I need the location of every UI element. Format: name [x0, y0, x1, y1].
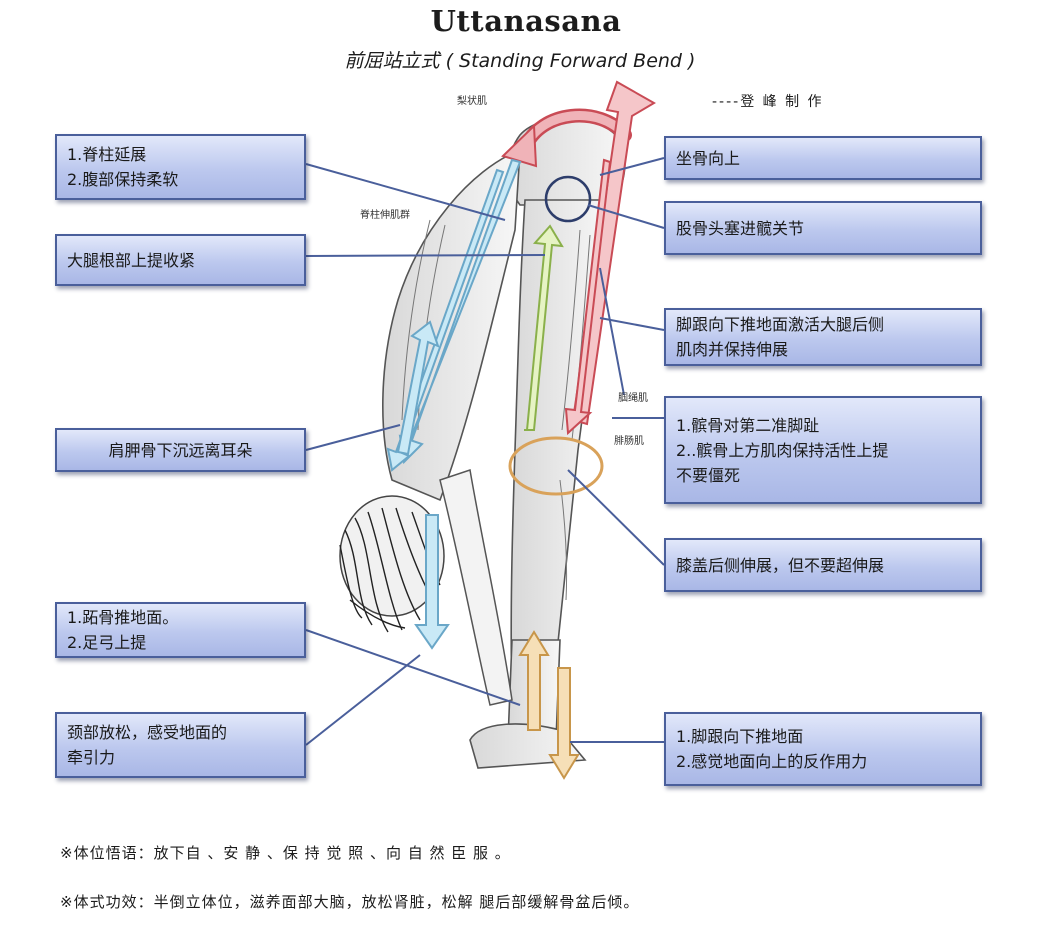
callout-shoulder-blades-line-1: 肩胛骨下沉远离耳朵: [108, 440, 253, 460]
callout-metatarsal-line-1: 1.跖骨推地面。: [67, 608, 179, 627]
callout-sit-bones: 坐骨向上: [664, 136, 982, 180]
callout-kneecap-line-2: 2..髌骨上方肌肉保持活性上提: [676, 440, 889, 460]
callout-shoulder-blades: 肩胛骨下沉远离耳朵: [55, 428, 306, 472]
callout-thigh-root: 大腿根部上提收紧: [55, 234, 306, 286]
femur-head-marker: [544, 175, 592, 223]
arms: [439, 469, 513, 706]
callout-spine-line-2: 2.腹部保持柔软: [67, 170, 179, 189]
muscle-label-gastrocnemius: 腓肠肌: [614, 436, 644, 447]
callout-femur-head: 股骨头塞进髋关节: [664, 201, 982, 255]
callout-neck-line-1: 颈部放松，感受地面的: [67, 723, 228, 742]
callout-neck-line-2: 牵引力: [67, 748, 116, 767]
callout-knee-back: 膝盖后侧伸展，但不要超伸展: [664, 538, 982, 592]
spine-arrows: [386, 158, 522, 472]
hamstring-arrow: [571, 80, 656, 426]
muscle-label-erector-spinae: 脊柱伸肌群: [360, 210, 410, 221]
head-hair: [339, 495, 445, 633]
callout-spine: 1.脊柱延展 2.腹部保持柔软: [55, 134, 306, 200]
credit-text: ----登 峰 制 作: [712, 94, 824, 110]
page-subtitle: 前屈站立式 ( Standing Forward Bend ): [344, 50, 696, 72]
shin-arrows: [518, 630, 580, 780]
muscle-label-hamstrings: 腘绳肌: [618, 393, 648, 404]
footer-insight: ※体位悟语：放下自 、安 静 、保 持 觉 照 、向 自 然 臣 服 。: [60, 844, 511, 862]
callout-heels-hamstrings: 脚跟向下推地面激活大腿后侧 肌肉并保持伸展: [664, 308, 982, 366]
footer-benefits: ※体式功效：半倒立体位，滋养面部大脑，放松肾脏，松解 腿后部缓解骨盆后倾。: [60, 893, 640, 911]
callout-femur-head-line-1: 股骨头塞进髋关节: [676, 218, 805, 238]
callout-neck: 颈部放松，感受地面的 牵引力: [55, 712, 306, 778]
callout-kneecap: 1.髌骨对第二准脚趾 2..髌骨上方肌肉保持活性上提 不要僵死: [664, 396, 982, 504]
callout-heels-ground: 1.脚跟向下推地面 2.感觉地面向上的反作用力: [664, 712, 982, 786]
page-title: Uttanasana: [430, 4, 622, 38]
muscle-label-piriformis: 梨状肌: [457, 96, 487, 107]
connector-lines: [305, 157, 665, 746]
leg-down-arrow: [564, 158, 612, 436]
callout-metatarsal: 1.跖骨推地面。 2.足弓上提: [55, 602, 306, 658]
callout-knee-back-line-1: 膝盖后侧伸展，但不要超伸展: [676, 555, 885, 575]
callout-spine-line-1: 1.脊柱延展: [67, 145, 147, 164]
callout-heels-ground-line-2: 2.感觉地面向上的反作用力: [676, 752, 868, 771]
callout-kneecap-line-3: 不要僵死: [676, 465, 741, 485]
callout-metatarsal-line-2: 2.足弓上提: [67, 633, 147, 652]
callout-heels-ground-line-1: 1.脚跟向下推地面: [676, 727, 804, 746]
neck-traction-arrow: [414, 514, 450, 650]
kneecap-marker: [508, 436, 604, 496]
callout-thigh-root-line-1: 大腿根部上提收紧: [67, 250, 196, 270]
callout-sit-bones-line-1: 坐骨向上: [676, 148, 741, 168]
callout-heels-hamstrings-line-1: 脚跟向下推地面激活大腿后侧: [676, 315, 885, 334]
callout-kneecap-line-1: 1.髌骨对第二准脚趾: [676, 415, 820, 435]
thigh-lift-arrow: [524, 224, 564, 431]
callout-heels-hamstrings-line-2: 肌肉并保持伸展: [676, 340, 789, 359]
